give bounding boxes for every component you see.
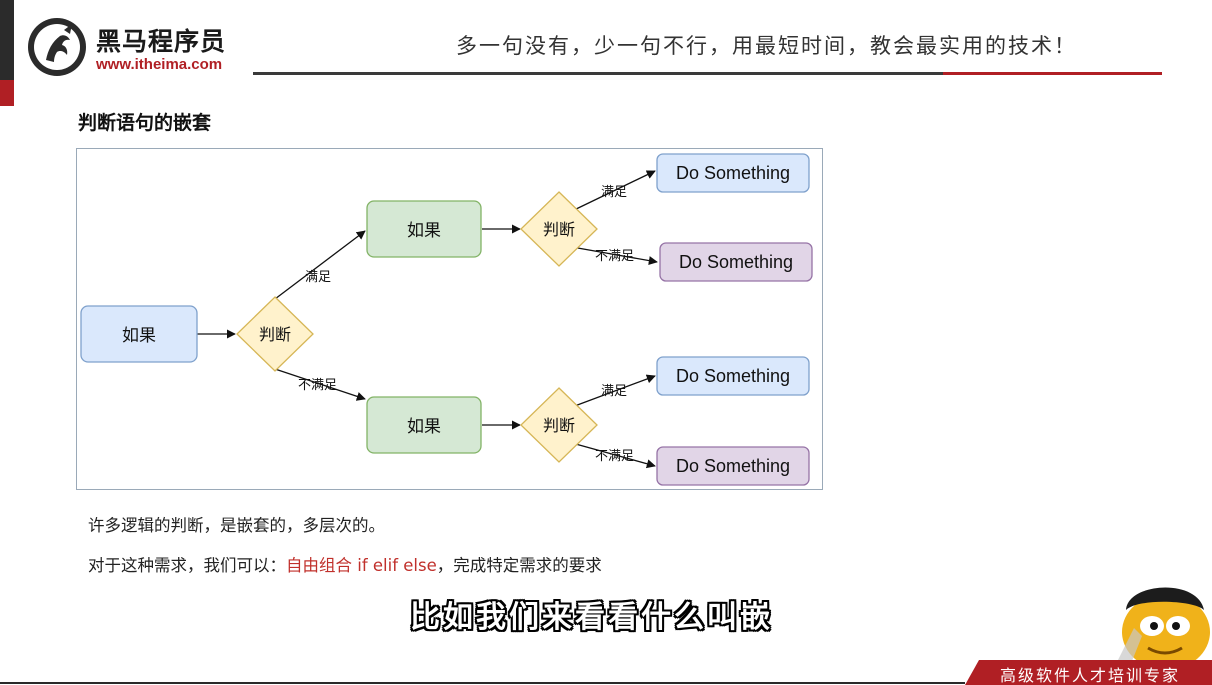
brand-name: 黑马程序员: [96, 27, 227, 56]
branch1-yes-action-label: Do Something: [676, 163, 790, 183]
body-line-2: 对于这种需求，我们可以：自由组合 if elif else，完成特定需求的要求: [88, 552, 602, 576]
root-decision-label: 判断: [259, 325, 291, 344]
branch2-decision-diamond: [520, 387, 598, 463]
body-line-2-suffix: ，完成特定需求的要求: [436, 556, 602, 575]
brand-logo: 黑马程序员 www.itheima.com: [26, 16, 236, 78]
branch2-no-action-label: Do Something: [676, 456, 790, 476]
branch1-decision-diamond: [520, 191, 598, 267]
header-divider: [253, 72, 943, 75]
root-decision-diamond: [236, 296, 314, 372]
brand-url: www.itheima.com: [96, 56, 223, 73]
footer-text: 高级软件人才培训专家: [1000, 666, 1181, 685]
footer-banner: [965, 660, 1212, 685]
body-line-2-highlight: 自由组合 if elif else: [286, 556, 437, 575]
edge-root-no: [274, 368, 366, 401]
nested-if-diagram: 如果 判断 满足 不满足 如果 判断 满足 不满足 Do Something D…: [76, 148, 823, 490]
header-divider-accent: [943, 72, 1162, 75]
section-title: 判断语句的嵌套: [78, 112, 212, 134]
horse-logo-icon: [28, 18, 86, 76]
branch1-yes-label: 满足: [601, 185, 627, 200]
edge-root-yes: [274, 230, 366, 300]
body-line-1: 许多逻辑的判断，是嵌套的，多层次的。: [88, 516, 385, 535]
body-line-2-prefix: 对于这种需求，我们可以：: [88, 556, 286, 575]
root-if-label: 如果: [122, 326, 156, 346]
branch2-yes-action-label: Do Something: [676, 366, 790, 386]
bottom-divider: [0, 682, 965, 684]
branch2-yes-label: 满足: [601, 384, 627, 399]
diagram-canvas: 如果 判断 满足 不满足 如果 判断 满足 不满足 Do Something D…: [80, 153, 813, 486]
branch2-if-label: 如果: [407, 417, 441, 437]
side-bar-dark: [0, 0, 14, 80]
root-no-label: 不满足: [298, 378, 337, 393]
branch2-no-label: 不满足: [595, 449, 634, 464]
branch2-if-node: [366, 396, 482, 454]
video-subtitle: 比如我们来看看什么叫嵌: [410, 600, 773, 635]
branch1-if-label: 如果: [407, 221, 441, 241]
branch1-decision-label: 判断: [543, 220, 575, 239]
side-bar-red: [0, 80, 14, 106]
edge-b2-no: [571, 442, 656, 469]
branch1-no-label: 不满足: [595, 249, 634, 264]
branch2-no-action-node: [656, 446, 810, 486]
branch1-no-action-node: [659, 242, 813, 282]
branch1-yes-action-node: [656, 153, 810, 193]
edge-b2-yes: [571, 374, 656, 408]
branch2-yes-action-node: [656, 356, 810, 396]
root-yes-label: 满足: [305, 270, 331, 285]
root-if-node: [80, 305, 198, 363]
edge-b1-no: [571, 246, 658, 266]
header-slogan: 多一句没有，少一句不行，用最短时间，教会最实用的技术！: [456, 34, 1077, 58]
branch2-decision-label: 判断: [543, 416, 575, 435]
monkey-mascot-icon: [1118, 587, 1210, 670]
edge-b1-yes: [571, 170, 656, 212]
branch1-no-action-label: Do Something: [679, 252, 793, 272]
branch1-if-node: [366, 200, 482, 258]
